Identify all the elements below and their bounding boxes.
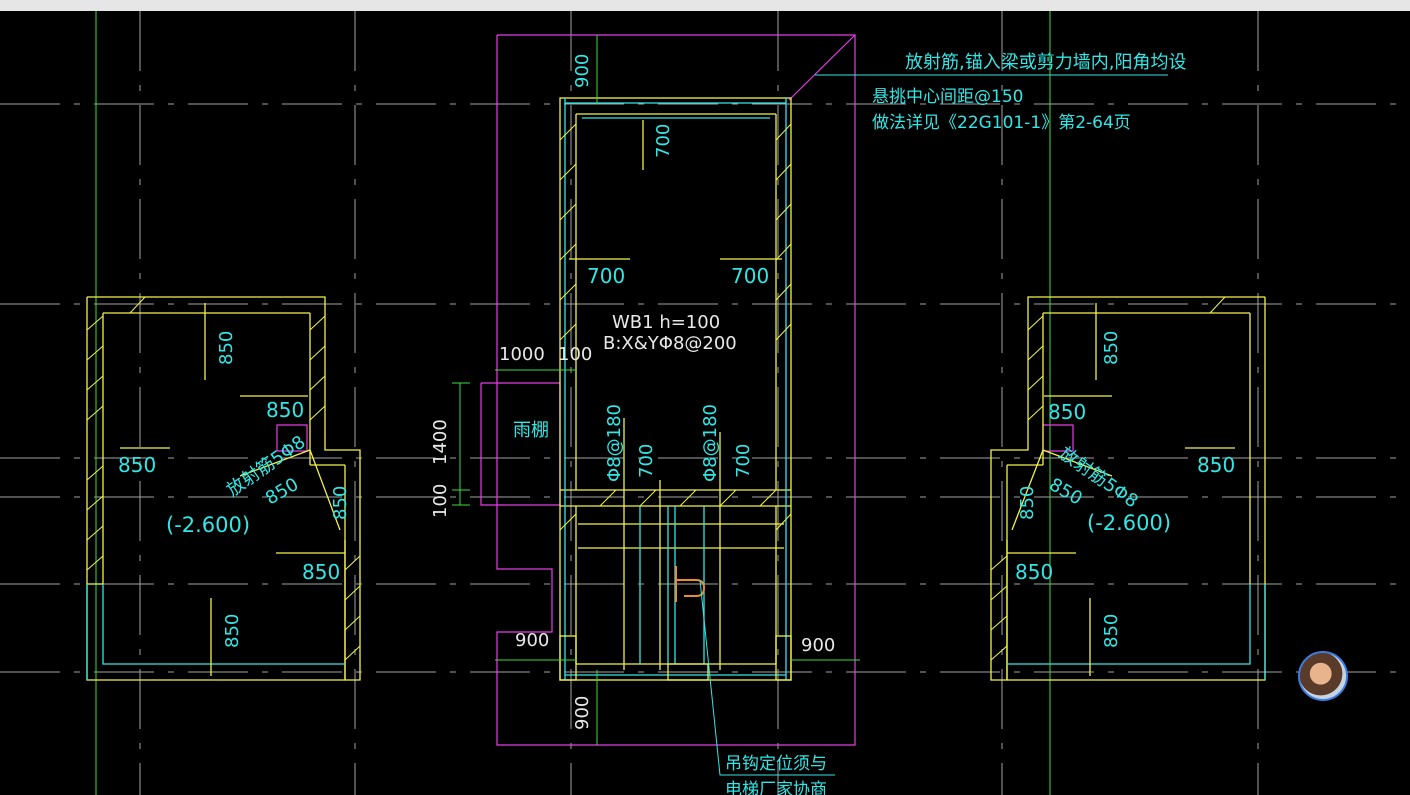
canopy-label: 雨棚 (513, 420, 549, 441)
note-radial-rebar: 放射筋,锚入梁或剪力墙内,阳角均设 (905, 52, 1186, 73)
left-room-hatch (86, 296, 361, 661)
title-bar (0, 0, 1410, 11)
right-850-inner: 850 (1048, 400, 1086, 424)
slab-rebar: B:X&YΦ8@200 (603, 333, 737, 354)
dim-900-lower-left: 900 (515, 630, 549, 651)
right-850-bottom: 850 (1101, 614, 1122, 648)
dim-700-right: 700 (731, 264, 769, 288)
left-850-top: 850 (216, 331, 237, 365)
dim-900-top: 900 (572, 54, 593, 88)
left-850-side: 850 (330, 486, 351, 520)
dim-700-top: 700 (653, 124, 674, 158)
slab-name: WB1 h=100 (612, 312, 720, 333)
left-850-bottom: 850 (222, 614, 243, 648)
rebar-left: Φ8@180 (604, 404, 625, 482)
right-room-hatch (990, 296, 1226, 661)
left-room (86, 296, 361, 681)
text-labels: 放射筋,锚入梁或剪力墙内,阳角均设 悬挑中心间距@150 做法详见《22G101… (118, 52, 1235, 795)
right-elevation: (-2.600) (1087, 511, 1171, 535)
hook-note-2: 电梯厂家协商 (725, 780, 827, 795)
right-850-top: 850 (1101, 331, 1122, 365)
left-850-diag: 850 (262, 474, 302, 509)
dim-1400: 1400 (430, 419, 451, 465)
hook-note-1: 吊钩定位须与 (725, 754, 827, 774)
center-hatch (559, 123, 792, 531)
right-850-lower: 850 (1015, 560, 1053, 584)
dim-900-lower-right: 900 (801, 635, 835, 656)
note-reference: 做法详见《22G101-1》第2-64页 (872, 113, 1131, 133)
right-room (990, 296, 1266, 681)
dim-700-mid-left: 700 (636, 444, 657, 478)
center-shaft (559, 97, 792, 681)
left-850-inner: 850 (266, 398, 304, 422)
left-elevation: (-2.600) (166, 513, 250, 537)
dim-1000: 1000 (499, 344, 545, 365)
dim-100-side: 100 (430, 484, 451, 518)
dim-900-bottom: 900 (572, 696, 593, 730)
dim-700-left: 700 (587, 264, 625, 288)
canopy-detail (452, 369, 860, 661)
rebar-right: Φ8@180 (700, 404, 721, 482)
right-850-mid: 850 (1197, 453, 1235, 477)
left-850-lower: 850 (302, 560, 340, 584)
user-avatar[interactable] (1298, 651, 1348, 701)
right-850-diag: 850 (1046, 474, 1086, 509)
note-spacing: 悬挑中心间距@150 (872, 87, 1023, 107)
lifting-hook-symbol (675, 566, 706, 602)
dim-100-top: 100 (558, 344, 592, 365)
left-850-mid: 850 (118, 453, 156, 477)
right-850-side: 850 (1017, 486, 1038, 520)
leader-lines (699, 74, 1168, 776)
cad-drawing-canvas[interactable]: 放射筋,锚入梁或剪力墙内,阳角均设 悬挑中心间距@150 做法详见《22G101… (0, 11, 1410, 795)
grid-lines (0, 11, 1410, 795)
dim-700-mid-right: 700 (733, 444, 754, 478)
